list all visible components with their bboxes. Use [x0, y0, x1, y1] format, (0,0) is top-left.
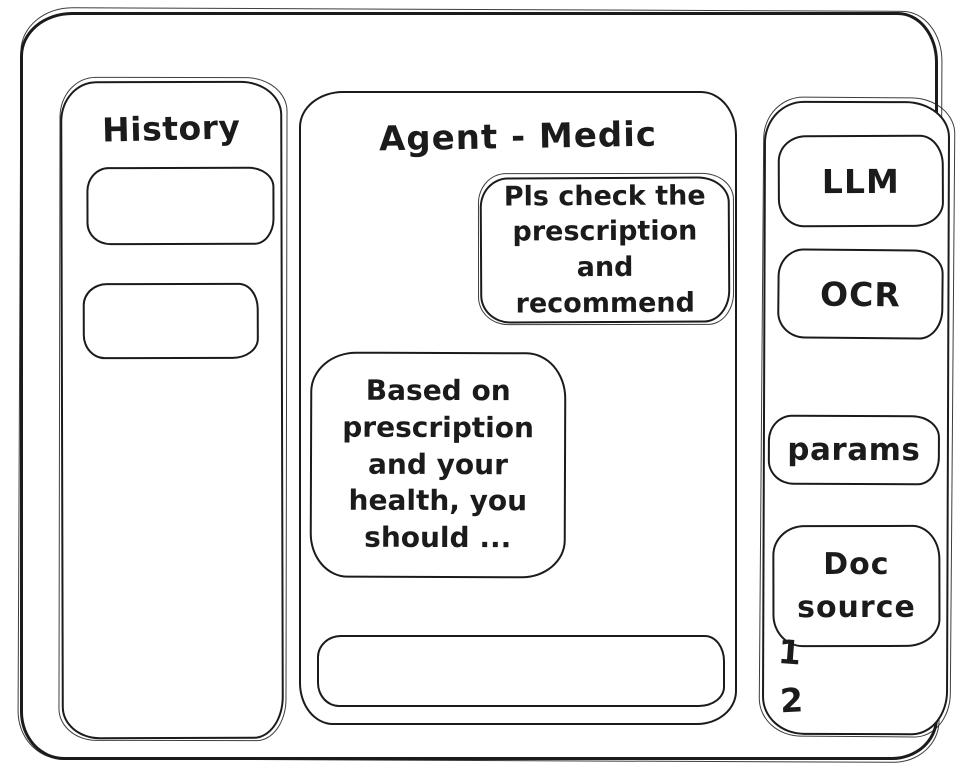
ocr-button[interactable]: OCR: [777, 248, 944, 340]
history-item[interactable]: [82, 282, 259, 360]
user-message-text: Pls check the prescription and recommend: [503, 180, 706, 320]
assistant-message-text: Based on prescription and your health, y…: [342, 373, 535, 555]
assistant-message-bubble: Based on prescription and your health, y…: [309, 351, 567, 579]
chat-input[interactable]: [317, 635, 725, 707]
doc-source-item: 1: [776, 631, 803, 673]
llm-button[interactable]: LLM: [777, 134, 944, 228]
doc-source-item: 2: [779, 680, 804, 721]
params-button[interactable]: params: [767, 414, 941, 486]
user-message-bubble: Pls check the prescription and recommend: [479, 176, 731, 324]
doc-source-button[interactable]: Doc source: [772, 524, 941, 648]
chat-panel: Agent - Medic Pls check the prescription…: [299, 91, 737, 725]
history-item[interactable]: [86, 166, 275, 246]
app-window: History Agent - Medic Pls check the pres…: [20, 12, 951, 760]
history-panel-title: History: [101, 107, 241, 150]
tools-panel: LLM OCR params Doc source 1 2: [761, 100, 951, 736]
history-panel: History: [60, 80, 284, 740]
chat-panel-title: Agent - Medic: [378, 114, 658, 160]
